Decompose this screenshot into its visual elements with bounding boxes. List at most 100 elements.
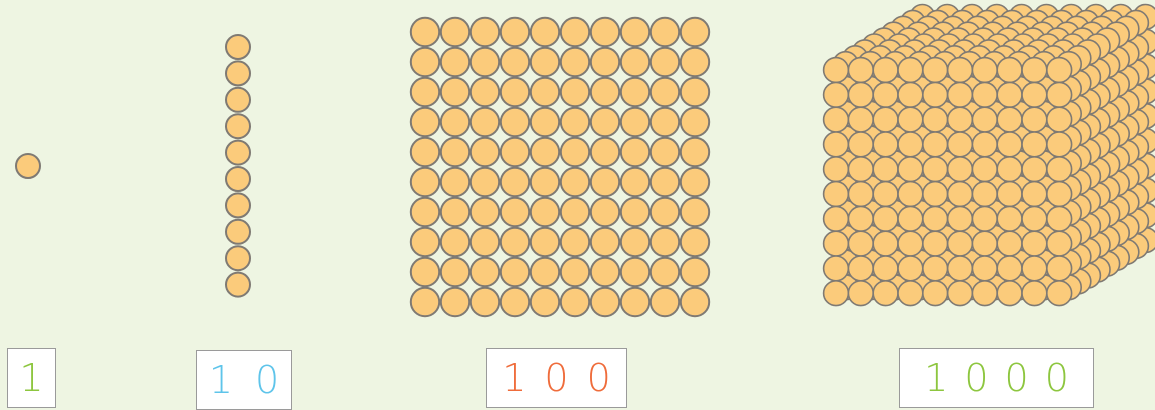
bead <box>681 78 709 106</box>
bead <box>471 138 499 166</box>
bead <box>873 82 898 107</box>
bead <box>561 168 589 196</box>
bead <box>848 132 873 157</box>
bead <box>681 198 709 226</box>
bead <box>1047 107 1072 132</box>
bead <box>923 157 948 182</box>
bead <box>561 78 589 106</box>
bead <box>972 256 997 281</box>
bead <box>621 48 649 76</box>
bead <box>591 78 619 106</box>
bead <box>441 138 469 166</box>
bead <box>848 107 873 132</box>
bead <box>1047 182 1072 207</box>
bead <box>226 193 250 217</box>
bead <box>1047 281 1072 306</box>
bead <box>681 228 709 256</box>
bead <box>651 138 679 166</box>
bead <box>824 107 849 132</box>
bead <box>923 132 948 157</box>
bead <box>948 231 973 256</box>
bead <box>471 228 499 256</box>
bead <box>471 18 499 46</box>
bead <box>501 198 529 226</box>
bead <box>411 168 439 196</box>
bead <box>972 206 997 231</box>
digit-thousands-1: 1 <box>924 359 948 397</box>
bead <box>226 141 250 165</box>
bead <box>441 18 469 46</box>
bead <box>471 288 499 316</box>
bead <box>848 206 873 231</box>
bead <box>531 48 559 76</box>
bead <box>898 58 923 83</box>
bead <box>226 246 250 270</box>
bead <box>997 231 1022 256</box>
bead <box>441 108 469 136</box>
bead <box>948 132 973 157</box>
bead <box>681 168 709 196</box>
bead <box>651 108 679 136</box>
bead <box>411 108 439 136</box>
bead <box>591 198 619 226</box>
bead <box>848 182 873 207</box>
bead <box>411 198 439 226</box>
ten-bar <box>226 35 250 297</box>
bead <box>501 288 529 316</box>
unit-bead <box>16 154 40 178</box>
bead <box>681 258 709 286</box>
bead <box>591 18 619 46</box>
bead <box>621 138 649 166</box>
bead <box>898 82 923 107</box>
bead <box>441 198 469 226</box>
bead <box>561 48 589 76</box>
bead <box>561 108 589 136</box>
bead <box>531 138 559 166</box>
bead <box>591 168 619 196</box>
bead <box>531 288 559 316</box>
bead <box>1022 58 1047 83</box>
bead <box>501 48 529 76</box>
bead <box>972 182 997 207</box>
bead <box>471 48 499 76</box>
bead <box>923 206 948 231</box>
bead <box>997 82 1022 107</box>
bead <box>1047 132 1072 157</box>
bead <box>531 198 559 226</box>
bead <box>1022 157 1047 182</box>
bead <box>923 281 948 306</box>
bead <box>651 18 679 46</box>
bead <box>1022 281 1047 306</box>
bead <box>411 288 439 316</box>
bead <box>561 228 589 256</box>
bead <box>471 198 499 226</box>
bead <box>226 167 250 191</box>
bead <box>441 48 469 76</box>
bead <box>471 258 499 286</box>
bead <box>681 108 709 136</box>
bead <box>471 78 499 106</box>
bead <box>1022 182 1047 207</box>
bead <box>621 228 649 256</box>
bead <box>1047 157 1072 182</box>
bead <box>948 281 973 306</box>
bead <box>972 107 997 132</box>
bead <box>948 58 973 83</box>
bead <box>848 82 873 107</box>
bead <box>621 258 649 286</box>
bead <box>923 82 948 107</box>
bead <box>411 228 439 256</box>
bead <box>411 48 439 76</box>
bead <box>651 78 679 106</box>
bead <box>621 108 649 136</box>
bead <box>621 288 649 316</box>
digit-thousands-2: 0 <box>964 359 988 397</box>
bead <box>411 78 439 106</box>
bead <box>471 108 499 136</box>
bead <box>824 231 849 256</box>
bead <box>873 107 898 132</box>
bead <box>997 206 1022 231</box>
bead <box>1047 256 1072 281</box>
bead <box>441 258 469 286</box>
bead <box>997 107 1022 132</box>
